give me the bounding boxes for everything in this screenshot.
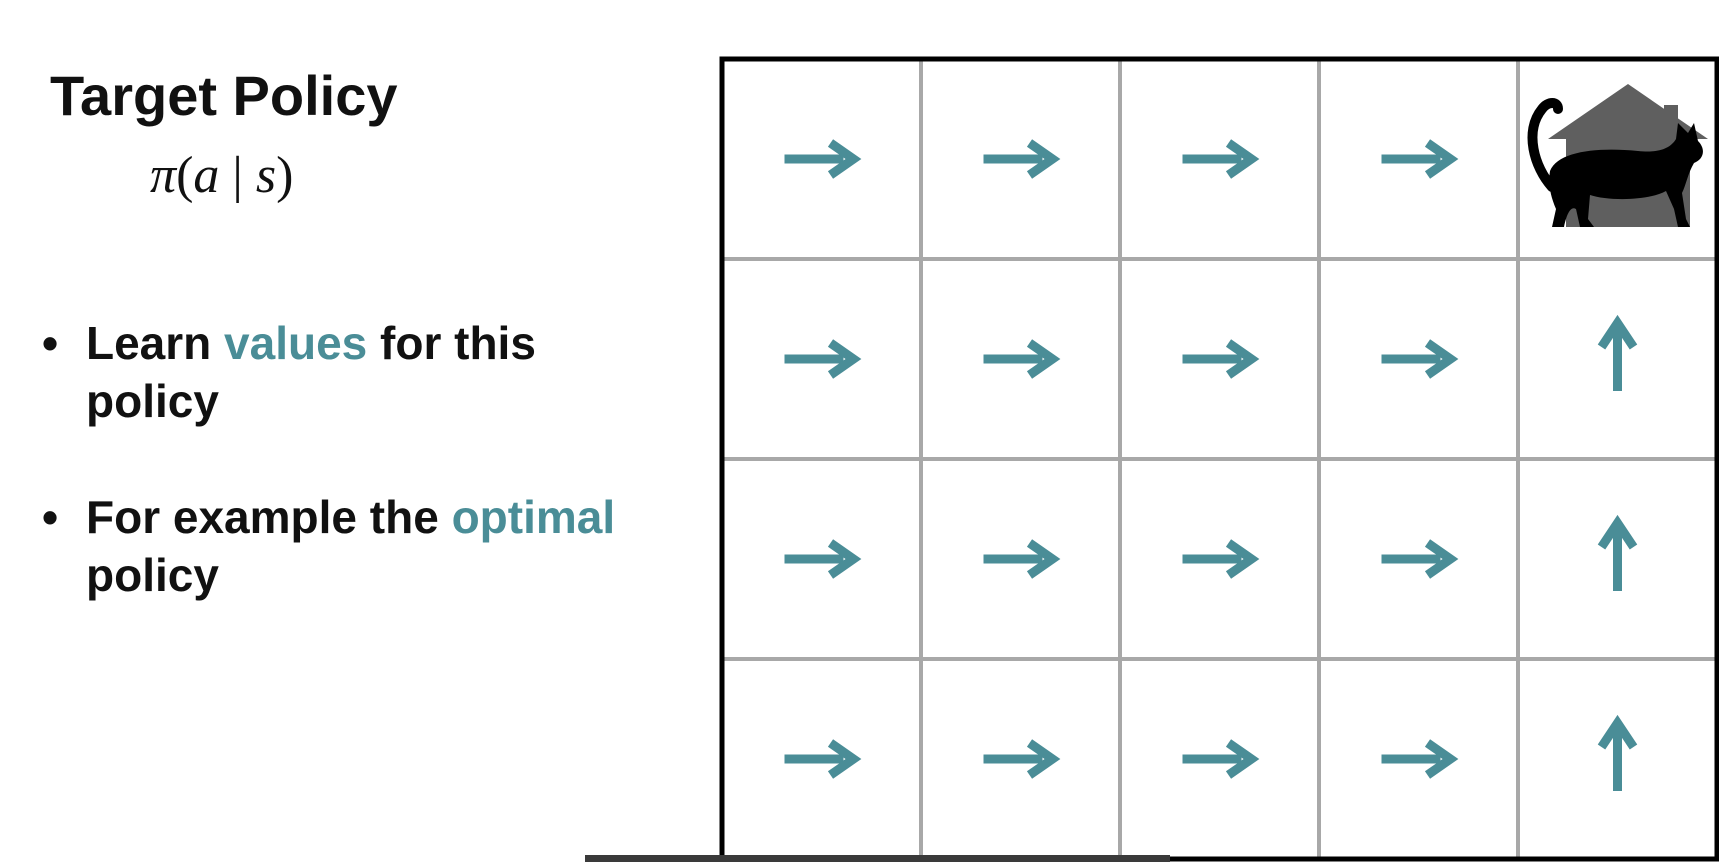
- arrow-right-icon: [983, 139, 1061, 179]
- arrow-up-icon: [1597, 514, 1638, 591]
- arrow-up-icon: [1597, 314, 1638, 391]
- bullet-learn-values: • Learn values for this policy: [42, 314, 646, 430]
- cat-icon: [1527, 98, 1703, 227]
- arrow-right-icon: [784, 739, 862, 779]
- bullet-dot: •: [42, 317, 59, 369]
- bullet-highlight: values: [224, 317, 368, 369]
- arrow-right-icon: [1182, 539, 1260, 579]
- policy-formula: π(a | s): [150, 150, 293, 202]
- bullet-dot: •: [42, 491, 59, 543]
- arrow-right-icon: [983, 339, 1061, 379]
- arrow-right-icon: [1381, 739, 1459, 779]
- arrow-right-icon: [983, 739, 1061, 779]
- formula-action: a: [193, 147, 220, 204]
- arrow-right-icon: [1182, 739, 1260, 779]
- bullet-text: For example the optimal policy: [86, 488, 646, 604]
- arrow-right-icon: [1182, 339, 1260, 379]
- arrow-right-icon: [1381, 139, 1459, 179]
- bullet-text: Learn values for this policy: [86, 314, 646, 430]
- video-progress-bar[interactable]: [585, 855, 1170, 862]
- bullet-optimal-policy: • For example the optimal policy: [42, 488, 646, 604]
- arrow-right-icon: [1381, 539, 1459, 579]
- gridworld: [719, 56, 1719, 862]
- arrow-right-icon: [784, 139, 862, 179]
- arrow-right-icon: [1182, 139, 1260, 179]
- slide-title: Target Policy: [50, 64, 398, 127]
- grid-border: [719, 56, 1719, 862]
- formula-state: s: [255, 147, 277, 204]
- bullet-highlight: optimal: [451, 491, 616, 543]
- arrow-right-icon: [784, 539, 862, 579]
- formula-open-paren: (: [176, 147, 194, 204]
- formula-close-paren: ): [276, 147, 294, 204]
- arrow-right-icon: [784, 339, 862, 379]
- arrow-right-icon: [1381, 339, 1459, 379]
- cat-icon-part: [1527, 98, 1563, 192]
- arrow-up-icon: [1597, 714, 1638, 791]
- bullet-text-before: For example the: [86, 491, 452, 543]
- formula-symbol: π: [150, 147, 177, 204]
- formula-bar: |: [219, 147, 256, 204]
- arrow-right-icon: [983, 539, 1061, 579]
- bullet-text-before: Learn: [86, 317, 225, 369]
- bullet-text-after: for this policy: [86, 317, 536, 427]
- bullet-text-after: policy: [86, 549, 219, 601]
- cat-icon-part: [1549, 123, 1703, 227]
